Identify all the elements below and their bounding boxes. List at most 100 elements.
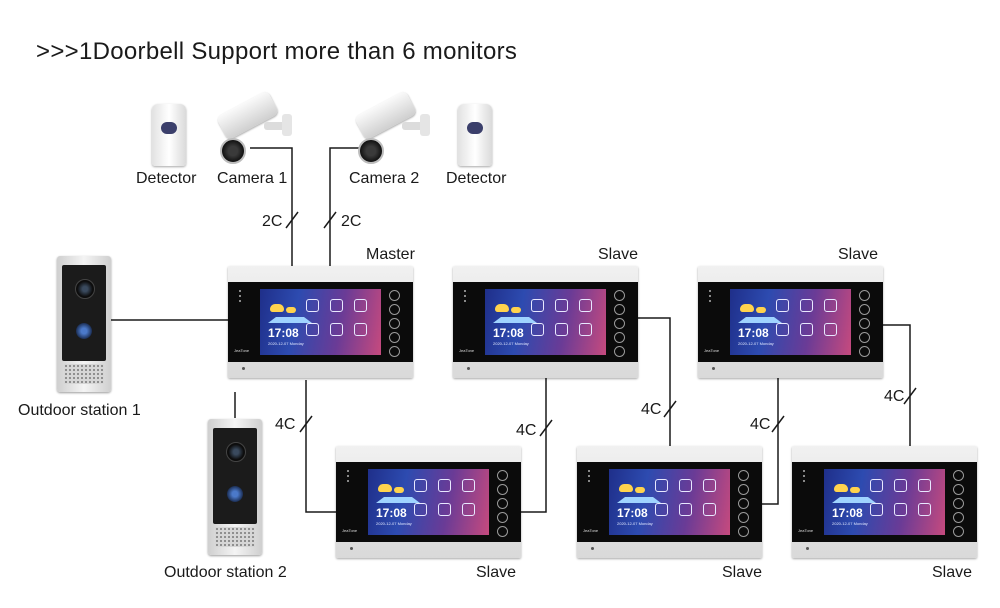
- screen-date: 2020-12-07 Monday: [376, 521, 412, 526]
- screen-menu-icon: [414, 479, 427, 492]
- side-touch-button-icon: [497, 470, 508, 481]
- screen-time: 17:08: [738, 326, 769, 340]
- screen-menu-icon: [870, 503, 883, 516]
- brand-logo: JeaTone: [583, 528, 599, 533]
- slash-4c-3: [663, 400, 677, 418]
- landscape-icon: [376, 497, 420, 503]
- side-touch-button-icon: [953, 512, 964, 523]
- side-touch-button-icon: [389, 290, 400, 301]
- call-button-icon: [76, 323, 92, 339]
- screen-menu-icon: [579, 323, 592, 336]
- weather-cloud-icon: [394, 487, 404, 493]
- label-camera-2: Camera 2: [349, 170, 420, 187]
- speaker-grille: [64, 364, 104, 384]
- weather-icon: [619, 484, 633, 492]
- screen-menu-icon: [555, 323, 568, 336]
- screen-menu-icon: [579, 299, 592, 312]
- side-touch-button-icon: [389, 346, 400, 357]
- side-touch-button-icon: [389, 304, 400, 315]
- side-touch-button-icon: [738, 498, 749, 509]
- screen-menu-icon: [354, 323, 367, 336]
- landscape-icon: [832, 497, 876, 503]
- brand-logo: JeaTone: [342, 528, 358, 533]
- landscape-icon: [493, 317, 537, 323]
- screen-menu-icon: [918, 479, 931, 492]
- indicator-leds: [239, 290, 241, 304]
- microphone-dot: [242, 367, 245, 370]
- wire-master-slave-bottom: [305, 380, 337, 513]
- label-master: Master: [366, 246, 415, 263]
- label-detector-left: Detector: [136, 170, 197, 187]
- weather-cloud-icon: [511, 307, 521, 313]
- screen-menu-icon: [655, 479, 668, 492]
- screen-time: 17:08: [376, 506, 407, 520]
- side-touch-button-icon: [614, 290, 625, 301]
- screen-date: 2020-12-07 Monday: [493, 341, 529, 346]
- weather-cloud-icon: [850, 487, 860, 493]
- screen-date: 2020-12-07 Monday: [617, 521, 653, 526]
- speaker-grille: [215, 527, 255, 547]
- side-touch-button-icon: [738, 526, 749, 537]
- microphone-dot: [591, 547, 594, 550]
- screen-menu-icon: [462, 479, 475, 492]
- screen-menu-icon: [330, 323, 343, 336]
- detector-left-icon: [152, 104, 186, 166]
- side-touch-button-icon: [953, 470, 964, 481]
- side-touch-button-icon: [859, 332, 870, 343]
- side-touch-button-icon: [738, 484, 749, 495]
- screen-menu-icon: [438, 479, 451, 492]
- side-touch-button-icon: [389, 318, 400, 329]
- side-touch-button-icon: [859, 318, 870, 329]
- brand-logo: JeaTone: [798, 528, 814, 533]
- brand-logo: JeaTone: [704, 348, 720, 353]
- screen-menu-icon: [462, 503, 475, 516]
- side-touch-button-icon: [614, 346, 625, 357]
- wire-label-4c-1: 4C: [275, 416, 296, 433]
- label-slave-top-2: Slave: [838, 246, 879, 263]
- side-touch-button-icon: [859, 304, 870, 315]
- landscape-icon: [617, 497, 661, 503]
- weather-cloud-icon: [286, 307, 296, 313]
- slash-2c-1: [285, 211, 299, 229]
- screen-menu-icon: [703, 479, 716, 492]
- wire-label-4c-2: 4C: [516, 422, 537, 439]
- slash-4c-2: [539, 419, 553, 437]
- screen-menu-icon: [894, 479, 907, 492]
- wire-label-2c-1: 2C: [262, 213, 283, 230]
- screen-menu-icon: [703, 503, 716, 516]
- label-slave-bottom-3: Slave: [932, 564, 973, 581]
- screen-date: 2020-12-07 Monday: [268, 341, 304, 346]
- weather-cloud-icon: [635, 487, 645, 493]
- side-touch-button-icon: [614, 332, 625, 343]
- label-detector-right: Detector: [446, 170, 507, 187]
- screen-menu-icon: [824, 299, 837, 312]
- label-slave-bottom-1: Slave: [476, 564, 517, 581]
- microphone-dot: [806, 547, 809, 550]
- weather-icon: [495, 304, 509, 312]
- screen-menu-icon: [870, 479, 883, 492]
- side-touch-button-icon: [614, 304, 625, 315]
- slash-4c-5: [903, 387, 917, 405]
- label-camera-1: Camera 1: [217, 170, 288, 187]
- camera-2-icon: [350, 90, 434, 168]
- screen-menu-icon: [438, 503, 451, 516]
- weather-cloud-icon: [756, 307, 766, 313]
- wire-label-4c-3: 4C: [641, 401, 662, 418]
- screen-menu-icon: [306, 299, 319, 312]
- side-touch-button-icon: [859, 290, 870, 301]
- microphone-dot: [467, 367, 470, 370]
- screen-time: 17:08: [268, 326, 299, 340]
- slash-4c-1: [299, 415, 313, 433]
- screen-menu-icon: [894, 503, 907, 516]
